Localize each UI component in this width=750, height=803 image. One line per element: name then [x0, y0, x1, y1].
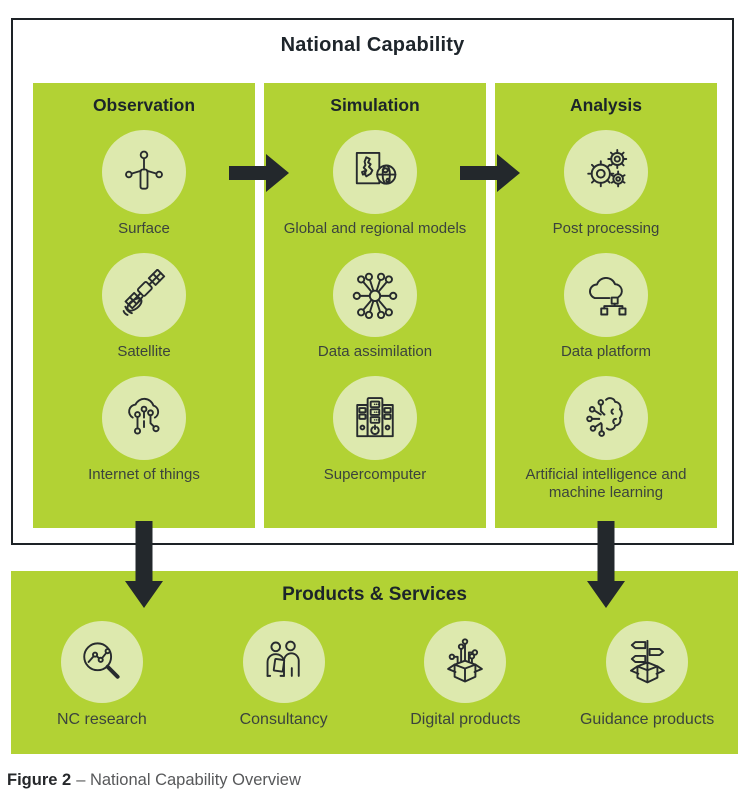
people-icon [266, 640, 300, 677]
list-item: Digital products [375, 621, 557, 729]
column-header: Observation [92, 95, 196, 115]
item-label: Post processing [552, 220, 660, 237]
figure-number: Figure 2 [7, 771, 72, 789]
figure-caption-text: – National Capability Overview [76, 771, 301, 789]
list-item: Data platform [495, 253, 717, 362]
box-signpost-icon [630, 639, 665, 684]
icon-circle [333, 253, 417, 337]
products-row: NC research Consultancy [11, 621, 738, 729]
satellite-icon [122, 269, 166, 316]
server-racks-icon [356, 397, 394, 438]
list-item: Global and regional models [264, 130, 486, 239]
icon-circle [102, 376, 186, 460]
list-item: Surface [33, 130, 255, 239]
item-label: Guidance products [579, 711, 715, 728]
icon-circle [102, 253, 186, 337]
item-label: Consultancy [239, 711, 328, 728]
network-hub-icon [352, 272, 398, 320]
item-label: Digital products [410, 711, 521, 728]
icon-circle [333, 376, 417, 460]
icon-circle [60, 621, 143, 703]
item-label: Supercomputer [323, 466, 427, 483]
item-label: Data platform [560, 343, 652, 360]
box-circuit-icon [447, 638, 484, 683]
gears-icon [587, 149, 628, 188]
list-item: Data assimilation [264, 253, 486, 362]
icon-circle [564, 376, 648, 460]
national-capability-box: National Capability Observation Surface [11, 18, 734, 545]
figure-caption: Figure 2– National Capability Overview [7, 771, 301, 790]
item-label: Internet of things [88, 466, 200, 483]
column-header: Simulation [330, 95, 420, 115]
icon-circle [564, 253, 648, 337]
products-services-box: Products & Services NC research [11, 571, 738, 754]
capability-columns: Observation Surface [33, 83, 717, 528]
icon-circle [606, 621, 689, 703]
column-analysis: Analysis [495, 83, 717, 528]
list-item: Artificial intelligence and machine lear… [495, 376, 717, 503]
iot-cloud-icon [128, 397, 160, 435]
item-label: NC research [56, 711, 147, 728]
icon-circle [242, 621, 325, 703]
icon-circle [102, 130, 186, 214]
icon-circle [333, 130, 417, 214]
list-item: Supercomputer [264, 376, 486, 485]
list-item: Satellite [33, 253, 255, 362]
down-arrow-observation-to-products [125, 521, 163, 608]
icon-circle [424, 621, 507, 703]
column-observation: Observation Surface [33, 83, 255, 528]
item-label: Surface [118, 220, 170, 237]
uk-map-globe-icon [355, 151, 397, 185]
list-item: Guidance products [556, 621, 738, 729]
products-services-title: Products & Services [282, 584, 467, 605]
column-simulation: Simulation Global and region [264, 83, 486, 528]
right-arrow-simulation-to-analysis [460, 154, 520, 192]
weather-station-icon [125, 150, 163, 190]
item-label: Data assimilation [317, 343, 433, 360]
list-item: NC research [11, 621, 193, 729]
item-label: Global and regional models [283, 220, 467, 237]
item-label: Artificial intelligence and machine lear… [525, 466, 687, 502]
list-item: Post processing [495, 130, 717, 239]
icon-circle [564, 130, 648, 214]
down-arrow-analysis-to-products [587, 521, 625, 608]
right-arrow-observation-to-simulation [229, 154, 289, 192]
list-item: Internet of things [33, 376, 255, 485]
magnifier-chart-icon [83, 642, 120, 679]
ai-brain-icon [586, 397, 623, 437]
list-item: Consultancy [193, 621, 375, 729]
item-label: Satellite [117, 343, 171, 360]
cloud-nodes-icon [589, 276, 627, 316]
national-capability-title: National Capability [280, 34, 465, 56]
column-header: Analysis [570, 95, 642, 115]
